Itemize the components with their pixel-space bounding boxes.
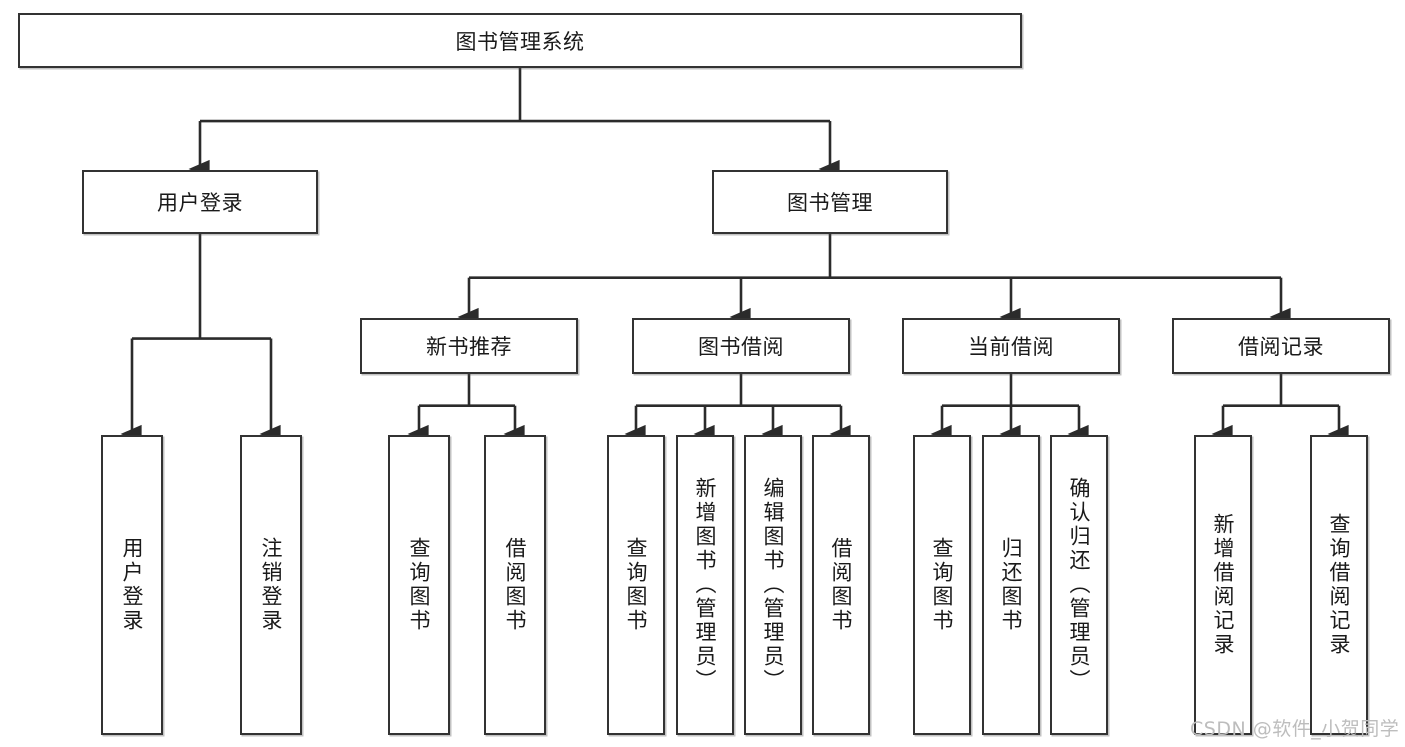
node-leaf-query-record[interactable]: 查询借阅记录: [1310, 435, 1368, 735]
node-label: 新书推荐: [426, 335, 512, 359]
node-label: 新增借阅记录: [1211, 513, 1236, 657]
node-leaf-confirm-return[interactable]: 确认归还（管理员）: [1050, 435, 1108, 735]
node-root[interactable]: 图书管理系统: [18, 13, 1022, 68]
node-new-book-recommend[interactable]: 新书推荐: [360, 318, 578, 374]
node-leaf-user-logout[interactable]: 注销登录: [240, 435, 302, 735]
node-label: 借阅记录: [1238, 335, 1324, 359]
node-label: 用户登录: [157, 191, 243, 215]
node-label: 归还图书: [999, 537, 1024, 633]
node-borrow-record[interactable]: 借阅记录: [1172, 318, 1390, 374]
node-user-login[interactable]: 用户登录: [82, 170, 318, 234]
node-label: 查询图书: [407, 537, 432, 633]
node-label: 当前借阅: [968, 335, 1054, 359]
node-label: 新增图书（管理员）: [693, 477, 718, 693]
node-label: 注销登录: [259, 537, 284, 633]
node-leaf-return-book[interactable]: 归还图书: [982, 435, 1040, 735]
node-current-borrow[interactable]: 当前借阅: [902, 318, 1120, 374]
node-leaf-edit-book[interactable]: 编辑图书（管理员）: [744, 435, 802, 735]
node-leaf-query-book-1[interactable]: 查询图书: [388, 435, 450, 735]
node-leaf-borrow-book-2[interactable]: 借阅图书: [812, 435, 870, 735]
node-leaf-borrow-book-1[interactable]: 借阅图书: [484, 435, 546, 735]
node-label: 查询图书: [624, 537, 649, 633]
node-book-manage[interactable]: 图书管理: [712, 170, 948, 234]
node-leaf-query-book-2[interactable]: 查询图书: [607, 435, 665, 735]
node-label: 查询借阅记录: [1327, 513, 1352, 657]
node-leaf-user-login[interactable]: 用户登录: [101, 435, 163, 735]
node-label: 查询图书: [930, 537, 955, 633]
node-label: 编辑图书（管理员）: [761, 477, 786, 693]
node-label: 图书管理系统: [455, 29, 585, 54]
node-leaf-add-book[interactable]: 新增图书（管理员）: [676, 435, 734, 735]
node-leaf-add-record[interactable]: 新增借阅记录: [1194, 435, 1252, 735]
node-label: 借阅图书: [503, 537, 528, 633]
node-label: 借阅图书: [829, 537, 854, 633]
watermark-text: CSDN @软件_小贺同学: [1190, 718, 1400, 740]
node-label: 图书借阅: [698, 335, 784, 359]
node-leaf-query-book-3[interactable]: 查询图书: [913, 435, 971, 735]
node-label: 确认归还（管理员）: [1067, 477, 1092, 693]
node-label: 用户登录: [120, 537, 145, 633]
node-book-borrow[interactable]: 图书借阅: [632, 318, 850, 374]
node-label: 图书管理: [787, 191, 873, 215]
